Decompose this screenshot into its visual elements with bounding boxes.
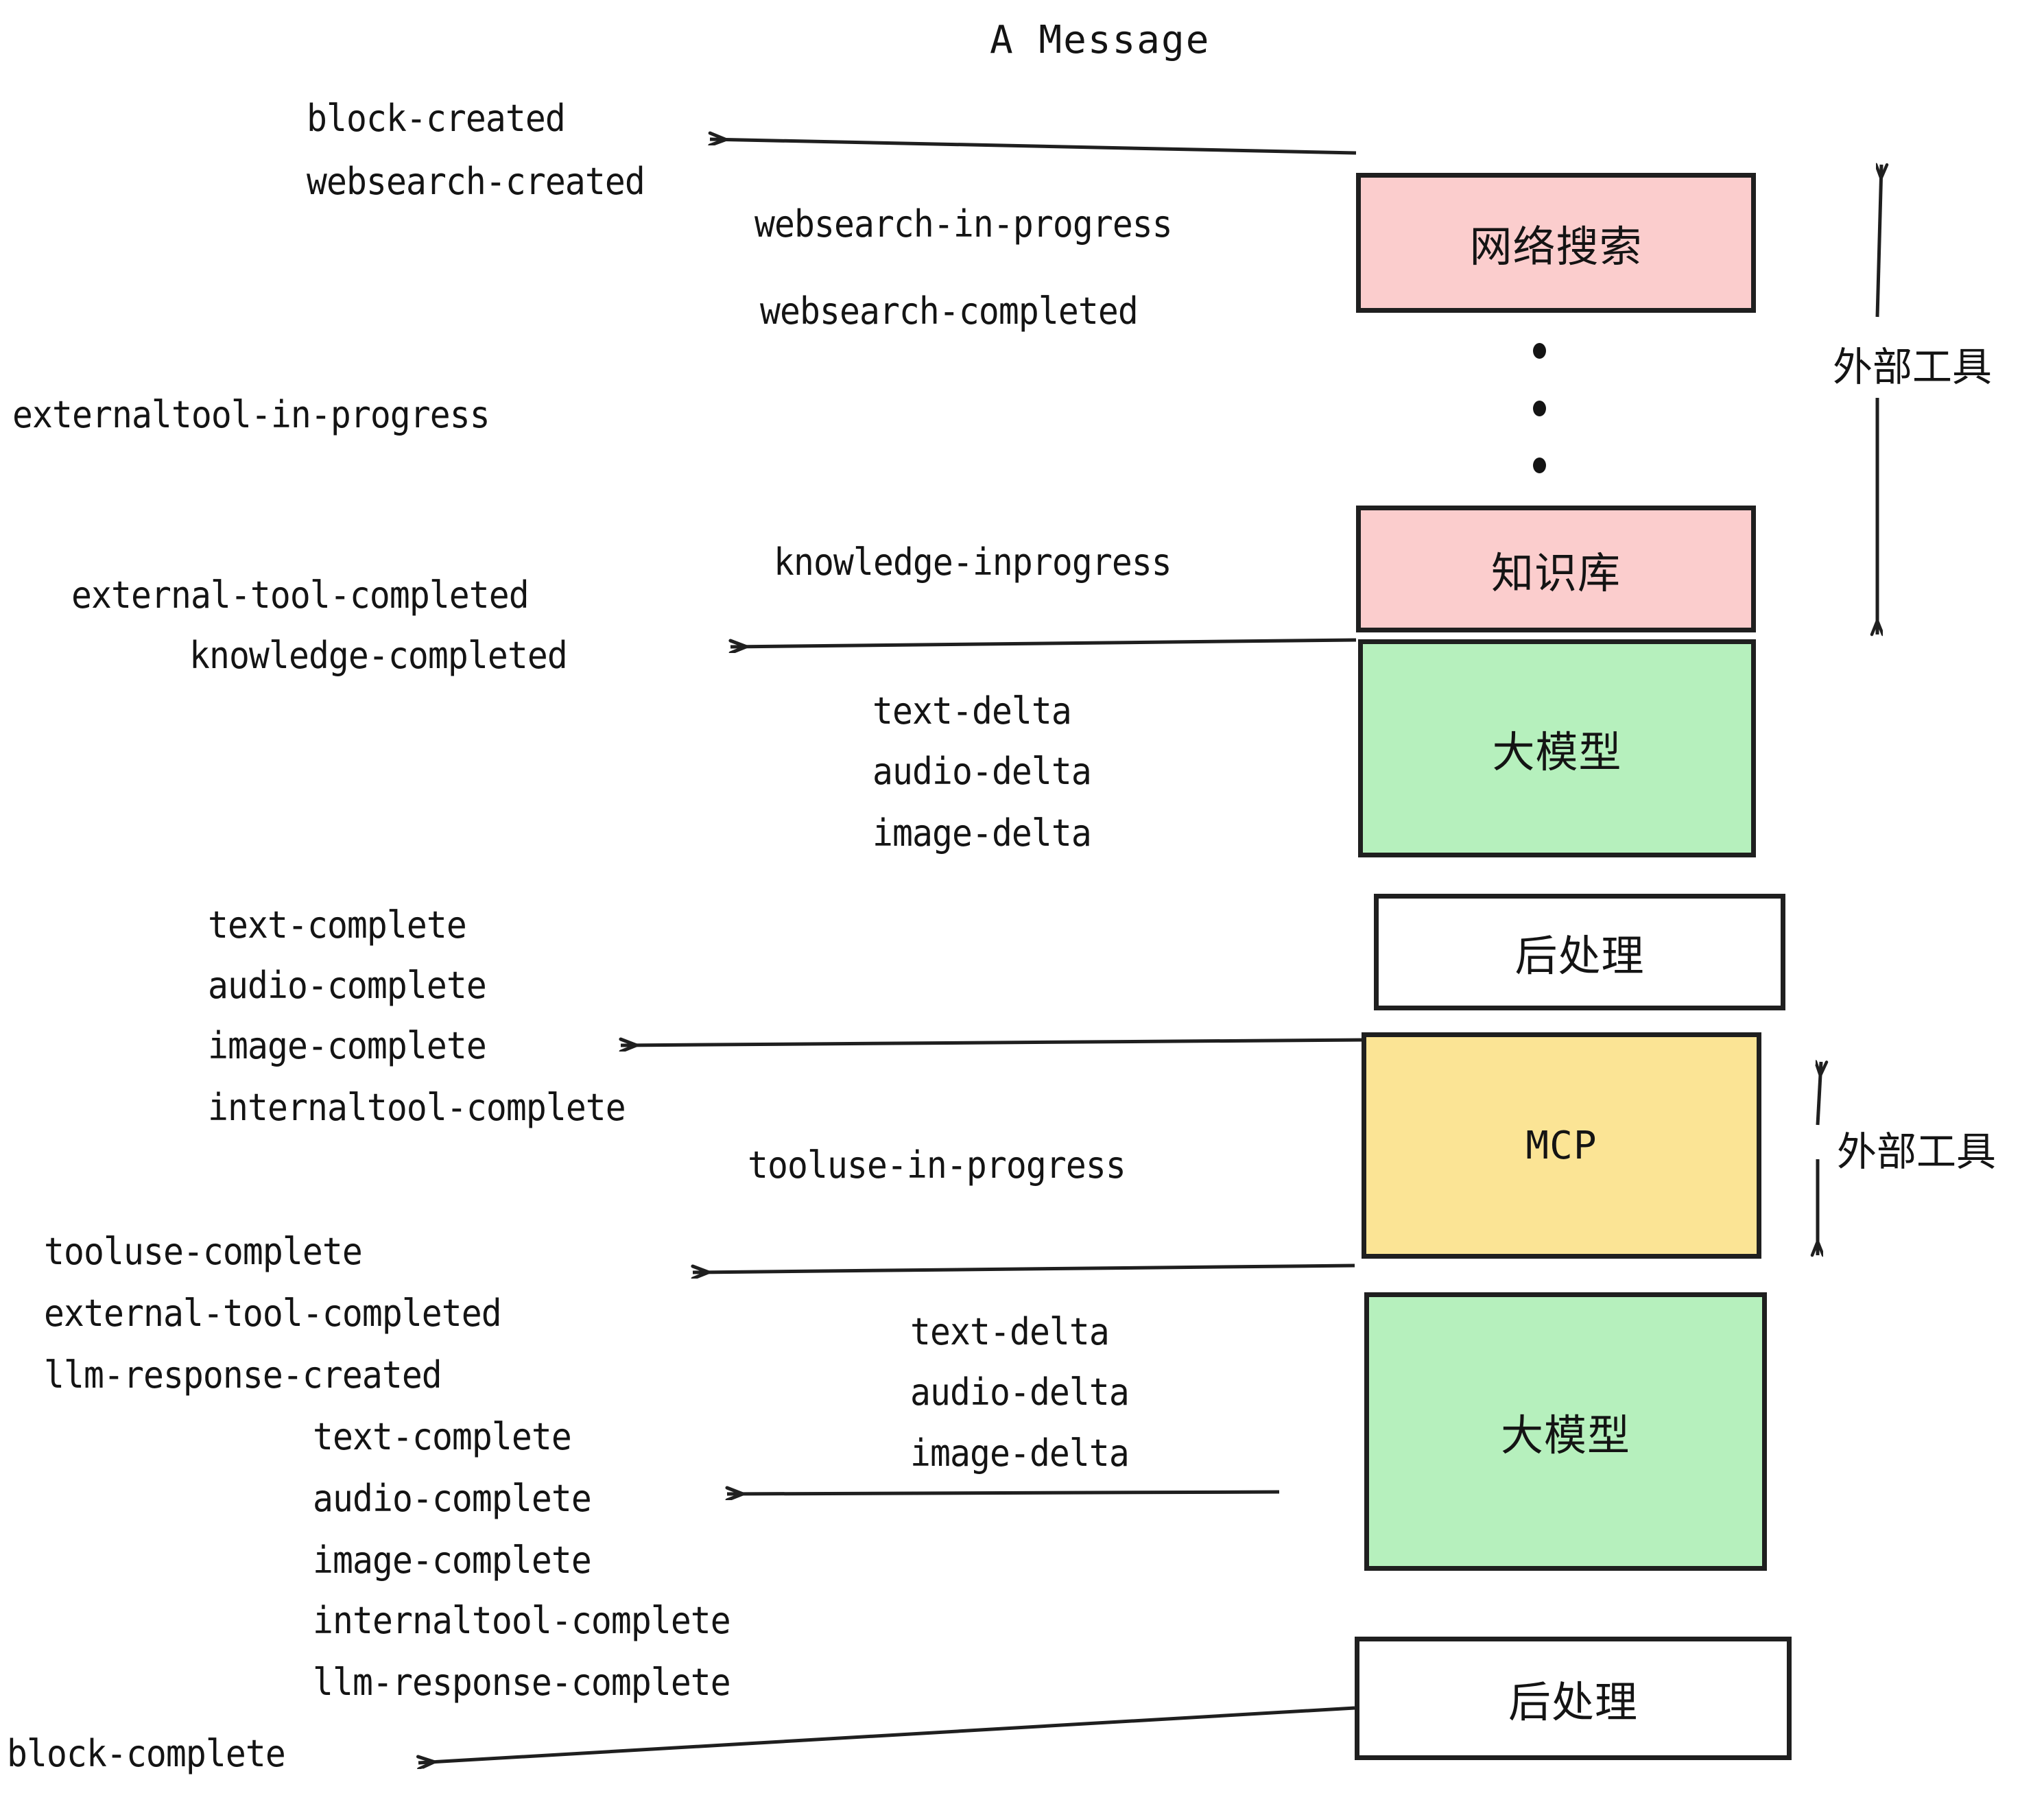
event-audio-complete-2: audio-complete — [313, 1477, 592, 1520]
box-llm-2[interactable]: 大模型 — [1364, 1292, 1767, 1571]
event-text-complete-1: text-complete — [208, 903, 467, 947]
event-knowledge-completed: knowledge-completed — [189, 634, 568, 677]
event-tooluse-complete: tooluse-complete — [44, 1230, 363, 1273]
event-tooluse-in-progress: tooluse-in-progress — [748, 1143, 1126, 1187]
side-label-external-tool-bottom: 外部工具 — [1837, 1128, 1997, 1175]
arrow-external-tool-bottom — [1818, 1062, 1821, 1255]
event-external-tool-completed-1: external-tool-completed — [71, 573, 530, 617]
event-audio-delta-2: audio-delta — [910, 1370, 1130, 1414]
event-block-complete: block-complete — [7, 1732, 286, 1775]
box-llm-2-label: 大模型 — [1500, 1410, 1630, 1460]
arrow-image-complete — [621, 1040, 1366, 1045]
event-websearch-created: websearch-created — [307, 160, 645, 203]
box-knowledge-label: 知识库 — [1490, 547, 1621, 598]
box-llm-1[interactable]: 大模型 — [1358, 639, 1756, 857]
event-text-complete-2: text-complete — [313, 1415, 572, 1458]
box-websearch-label: 网络搜索 — [1469, 222, 1643, 272]
arrow-audio-complete — [727, 1492, 1280, 1494]
ellipsis-dot — [1532, 400, 1546, 416]
box-mcp-label: MCP — [1525, 1123, 1597, 1168]
arrow-websearch-created — [710, 139, 1357, 155]
box-llm-1-label: 大模型 — [1492, 727, 1622, 777]
box-postprocess-1-label: 后处理 — [1514, 931, 1645, 981]
box-mcp[interactable]: MCP — [1362, 1032, 1761, 1259]
event-image-complete-1: image-complete — [208, 1024, 487, 1067]
diagram-title: A Message — [990, 18, 1211, 62]
event-websearch-completed: websearch-completed — [760, 289, 1139, 333]
event-websearch-in-progress: websearch-in-progress — [754, 202, 1173, 246]
event-externaltool-in-progress: externaltool-in-progress — [12, 393, 490, 436]
event-knowledge-inprogress: knowledge-inprogress — [774, 541, 1172, 584]
event-audio-delta-1: audio-delta — [872, 750, 1092, 793]
event-block-created: block-created — [307, 97, 566, 140]
box-postprocess-2[interactable]: 后处理 — [1355, 1637, 1792, 1760]
event-image-complete-2: image-complete — [313, 1539, 592, 1582]
box-postprocess-2-label: 后处理 — [1508, 1677, 1638, 1727]
arrow-external-tool-top — [1877, 165, 1881, 634]
event-text-delta-2: text-delta — [910, 1310, 1110, 1353]
ellipsis-dot — [1532, 343, 1546, 359]
arrow-knowledge-completed — [730, 638, 1357, 647]
vertical-ellipsis-icon — [1531, 343, 1547, 473]
box-postprocess-1[interactable]: 后处理 — [1374, 894, 1785, 1010]
event-llm-response-complete: llm-response-complete — [313, 1661, 731, 1704]
ellipsis-dot — [1532, 458, 1546, 473]
box-knowledge[interactable]: 知识库 — [1356, 506, 1756, 632]
box-websearch[interactable]: 网络搜索 — [1356, 173, 1756, 313]
event-external-tool-completed-2: external-tool-completed — [44, 1292, 502, 1335]
event-llm-response-created: llm-response-created — [44, 1353, 442, 1397]
side-label-external-tool-top: 外部工具 — [1833, 344, 1993, 390]
event-internaltool-complete-2: internaltool-complete — [313, 1599, 731, 1642]
arrow-block-complete — [418, 1706, 1355, 1763]
event-image-delta-1: image-delta — [872, 811, 1092, 855]
event-image-delta-2: image-delta — [910, 1432, 1130, 1475]
arrow-tooluse-complete — [693, 1263, 1355, 1272]
event-audio-complete-1: audio-complete — [208, 964, 487, 1007]
event-text-delta-1: text-delta — [872, 689, 1072, 733]
event-internaltool-complete-1: internaltool-complete — [208, 1086, 626, 1129]
